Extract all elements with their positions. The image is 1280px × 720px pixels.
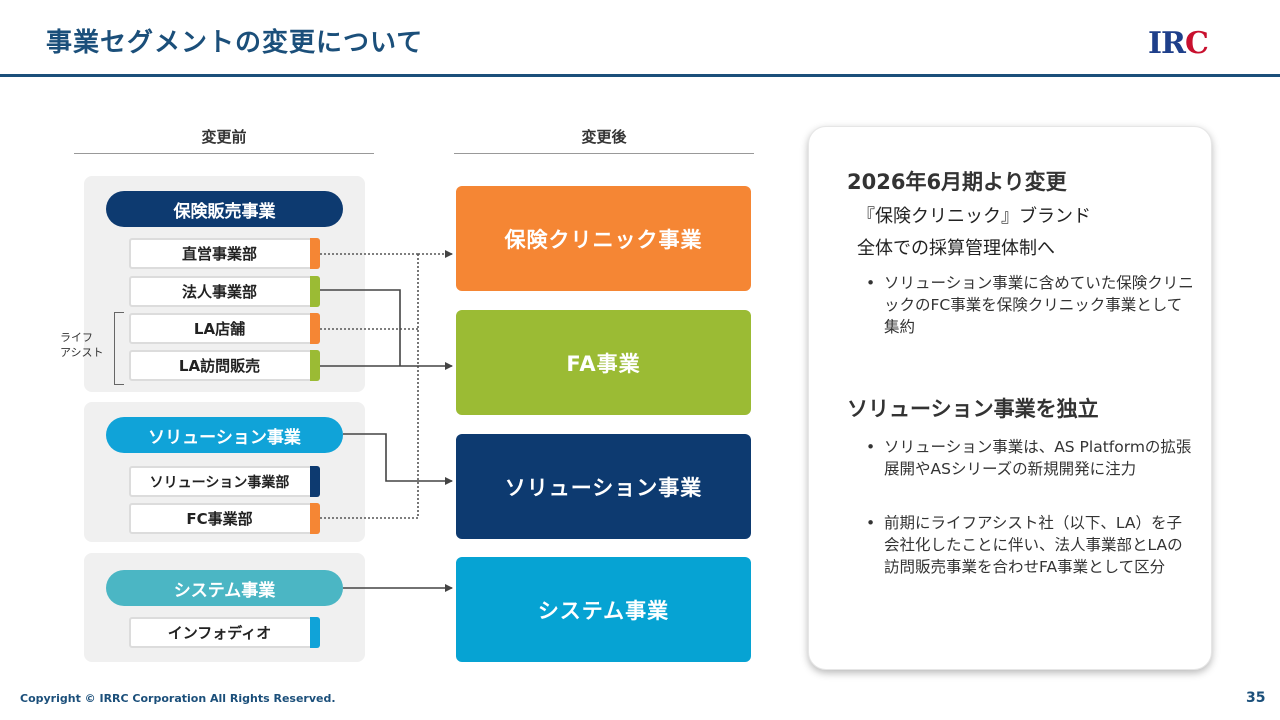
system-pill: システム事業	[106, 570, 343, 606]
unit-color-tab	[310, 466, 320, 497]
unit-la-store: LA店舗	[129, 313, 320, 344]
before-column-rule	[74, 153, 374, 154]
solution-pill: ソリューション事業	[106, 417, 343, 453]
notes-bullet: • ソリューション事業に含めていた保険クリニックのFC事業を保険クリニック事業と…	[866, 272, 1196, 338]
unit-label: 直営事業部	[181, 245, 257, 263]
unit-color-tab	[310, 617, 320, 648]
bullet-text: ソリューション事業に含めていた保険クリニックのFC事業を保険クリニック事業として…	[884, 274, 1194, 336]
notes-heading-1: 2026年6月期より変更	[847, 170, 1067, 194]
insurance-sales-pill: 保険販売事業	[106, 191, 343, 227]
notes-heading-2: ソリューション事業を独立	[847, 397, 1099, 421]
unit-infodio: インフォディオ	[129, 617, 320, 648]
notes-bullet: • 前期にライフアシスト社（以下、LA）を子会社化したことに伴い、法人事業部とL…	[866, 512, 1196, 578]
bullet-dot: •	[866, 514, 876, 532]
header-divider	[0, 74, 1280, 77]
copyright-text: Copyright © IRRC Corporation All Rights …	[20, 692, 336, 705]
arrow-solution-to-solution	[343, 433, 453, 485]
page-number: 35	[1246, 690, 1266, 706]
unit-label: FC事業部	[186, 510, 253, 528]
unit-label: 法人事業部	[181, 283, 257, 301]
segment-insurance-clinic: 保険クリニック事業	[456, 186, 751, 291]
logo-main-text: IR	[1148, 26, 1186, 61]
unit-color-tab	[310, 503, 320, 534]
connector-fc-to-clinic	[320, 254, 419, 519]
segment-fa: FA事業	[456, 310, 751, 415]
connector-corporate-to-fa	[320, 289, 401, 366]
notes-bullet: • ソリューション事業は、AS Platformの拡張展開やASシリーズの新規開…	[866, 436, 1196, 480]
logo-accent-text: C	[1184, 26, 1209, 61]
bullet-dot: •	[866, 438, 876, 456]
unit-label: LA訪問販売	[178, 357, 261, 375]
unit-direct-sales: 直営事業部	[129, 238, 320, 269]
bullet-text: ソリューション事業は、AS Platformの拡張展開やASシリーズの新規開発に…	[884, 438, 1192, 478]
unit-color-tab	[310, 238, 320, 269]
after-column-rule	[454, 153, 754, 154]
before-column-label: 変更前	[201, 128, 247, 146]
unit-color-tab	[310, 350, 320, 381]
notes-sub-2: 全体での採算管理体制へ	[857, 238, 1055, 259]
life-assist-bracket	[114, 312, 124, 385]
segment-system: システム事業	[456, 557, 751, 662]
unit-corporate: 法人事業部	[129, 276, 320, 307]
notes-sub-1: 『保険クリニック』ブランド	[857, 206, 1091, 227]
bullet-dot: •	[866, 274, 876, 292]
bullet-text: 前期にライフアシスト社（以下、LA）を子会社化したことに伴い、法人事業部とLAの…	[884, 514, 1183, 576]
notes-card	[808, 126, 1212, 670]
unit-color-tab	[310, 313, 320, 344]
unit-label: LA店舗	[193, 320, 246, 338]
company-logo: IRC	[1148, 26, 1209, 61]
page-title: 事業セグメントの変更について	[46, 28, 424, 58]
unit-fc-dept: FC事業部	[129, 503, 320, 534]
life-assist-label: ライフ アシスト	[60, 330, 104, 360]
unit-color-tab	[310, 276, 320, 307]
segment-solution: ソリューション事業	[456, 434, 751, 539]
life-assist-label-line2: アシスト	[60, 346, 104, 359]
unit-la-visit-sales: LA訪問販売	[129, 350, 320, 381]
life-assist-label-line1: ライフ	[60, 331, 93, 344]
unit-solution-dept: ソリューション事業部	[129, 466, 320, 497]
after-column-label: 変更後	[581, 128, 627, 146]
unit-label: ソリューション事業部	[149, 474, 290, 491]
unit-label: インフォディオ	[167, 624, 272, 642]
